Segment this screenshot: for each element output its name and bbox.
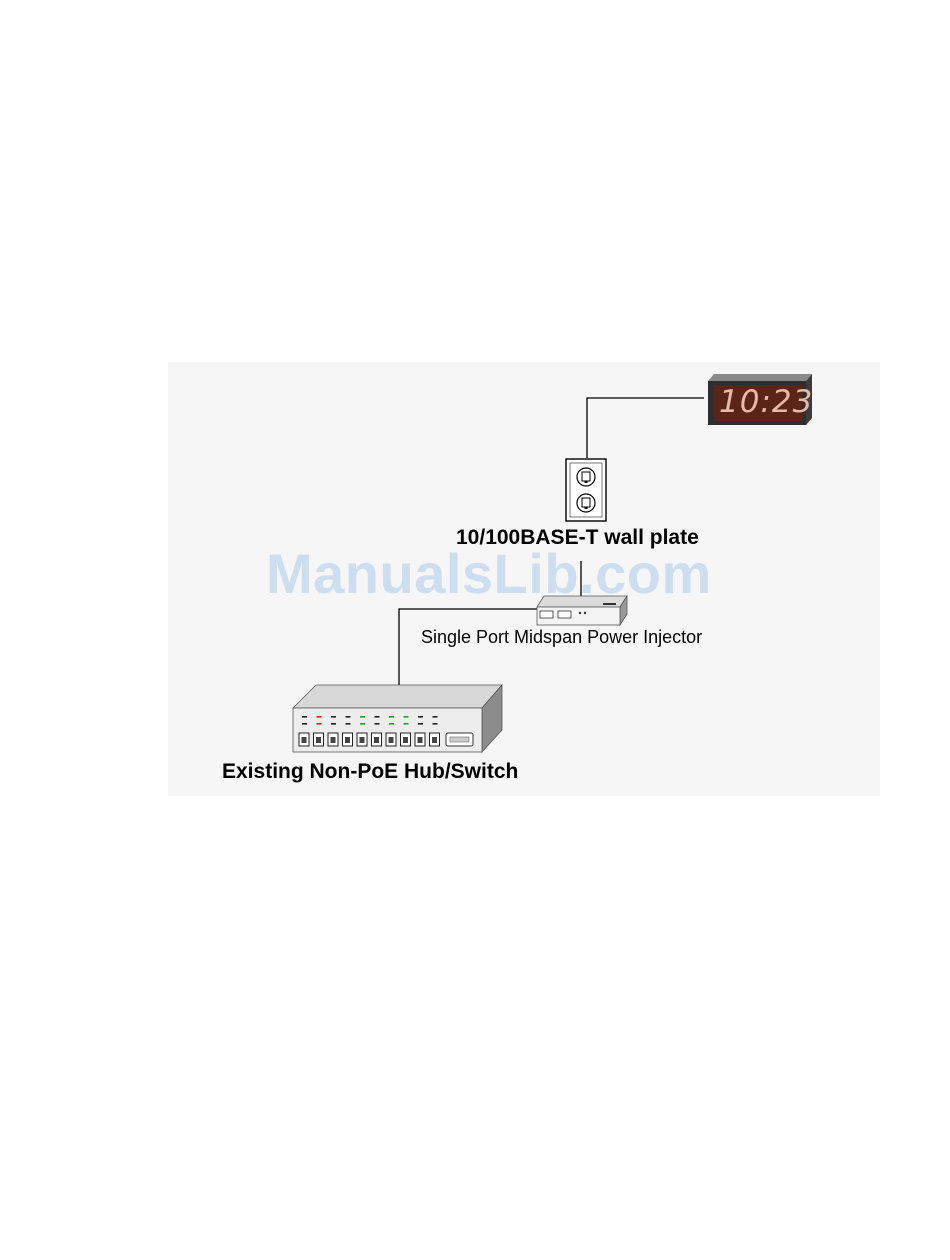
power-injector-label: Single Port Midspan Power Injector — [421, 627, 702, 648]
status-led — [317, 716, 322, 718]
status-led — [360, 716, 365, 718]
status-led — [418, 716, 423, 718]
port-socket — [302, 737, 307, 743]
port-socket — [389, 737, 394, 743]
port-socket — [403, 737, 408, 743]
status-led — [404, 723, 409, 725]
port-socket — [418, 737, 423, 743]
wall-plate — [566, 459, 606, 521]
status-led — [404, 716, 409, 718]
port-socket — [374, 737, 379, 743]
status-led — [433, 716, 438, 718]
status-led — [375, 716, 380, 718]
port-socket — [316, 737, 321, 743]
port-socket — [360, 737, 365, 743]
cable-clock-to-wallplate — [587, 398, 704, 458]
hub-switch — [293, 685, 502, 752]
cable-injector-to-switch — [399, 609, 537, 697]
status-led — [360, 723, 365, 725]
status-led — [302, 716, 307, 718]
port-socket — [432, 737, 437, 743]
jack-top-icon — [577, 468, 595, 486]
status-led — [375, 723, 380, 725]
hub-switch-label: Existing Non-PoE Hub/Switch — [222, 760, 518, 784]
status-led — [389, 723, 394, 725]
status-led — [389, 716, 394, 718]
status-led — [433, 723, 438, 725]
clock-display: 10:23 — [719, 381, 803, 423]
port-socket — [345, 737, 350, 743]
port-socket — [331, 737, 336, 743]
jack-bottom-icon — [577, 494, 595, 512]
status-led — [317, 723, 322, 725]
status-led — [418, 723, 423, 725]
watermark: ManualsLib.com — [266, 541, 712, 606]
status-led — [331, 716, 336, 718]
status-led — [331, 723, 336, 725]
status-led — [346, 716, 351, 718]
status-led — [346, 723, 351, 725]
status-led — [302, 723, 307, 725]
